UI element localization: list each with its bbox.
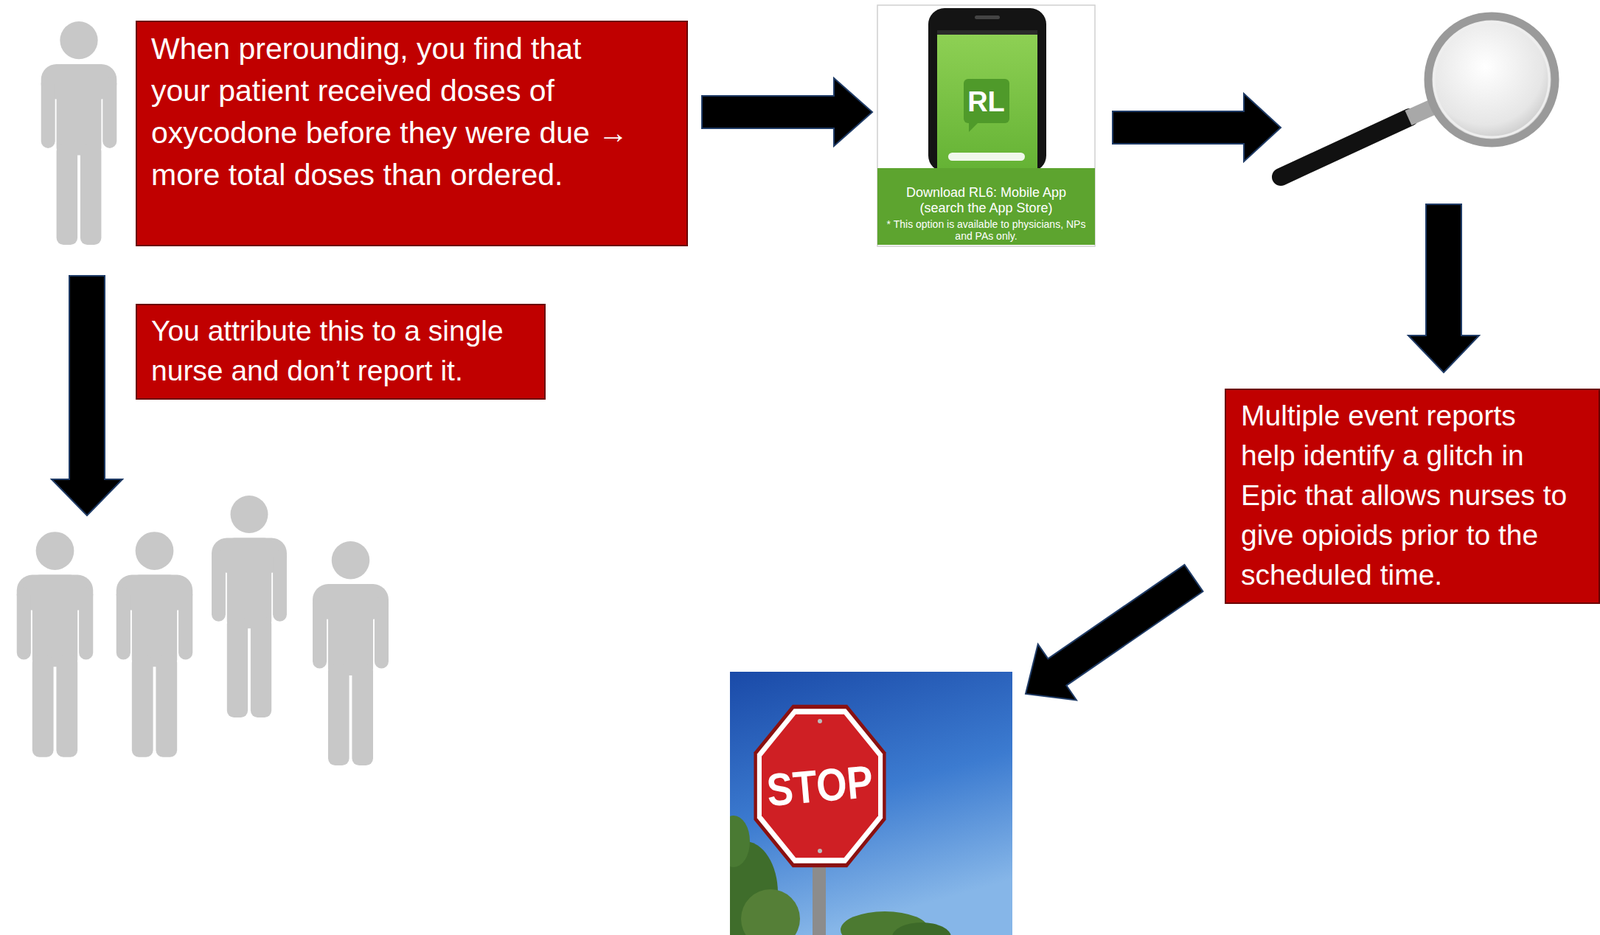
note-text: * This option is available to physicians… [886,218,1087,242]
outcome-box: You attribute this to a single nurse and… [135,303,546,400]
finding-box: Multiple event reports help identify a g… [1224,388,1600,604]
block-arrow [701,78,873,146]
person-icon [41,21,118,245]
stop-sign: STOP [729,671,1013,935]
box-text: Multiple event reports help identify a g… [1240,395,1570,596]
download-text: Download RL6: Mobile App (search the App… [894,185,1079,217]
block-arrow [1025,564,1203,701]
scenario-box: When prerounding, you find that your pat… [135,20,688,247]
sign-text: STOP [757,754,882,818]
app-download-box: RL Download RL6: Mobile App (search the A… [877,5,1095,247]
stop-sign-photo [711,671,1013,935]
app-image [877,5,1095,247]
box-text: When prerounding, you find that your pat… [151,28,632,197]
logo-text: RL [967,87,1005,116]
magnifying-glass [1280,16,1556,177]
people-group [16,495,389,766]
box-text: You attribute this to a single nurse and… [151,311,531,391]
